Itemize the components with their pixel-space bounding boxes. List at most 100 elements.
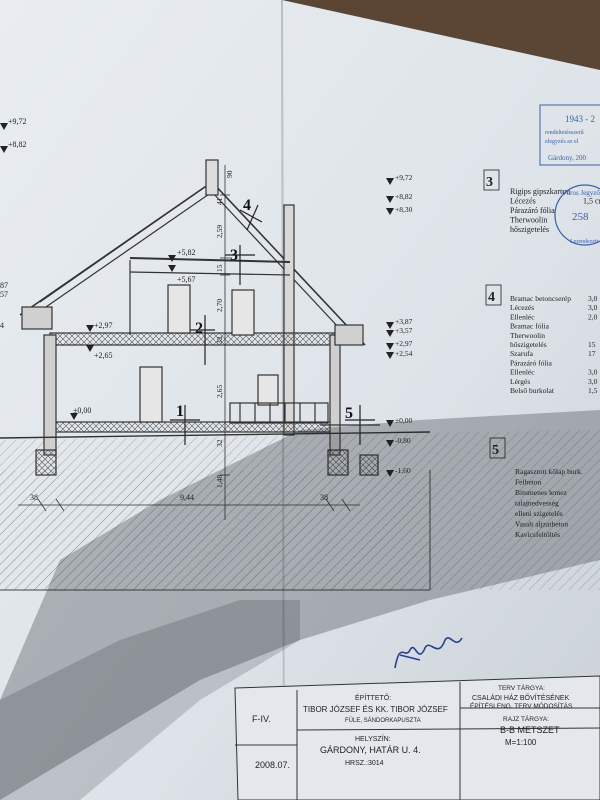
location-name: GÁRDONY, HATÁR U. 4.	[320, 745, 421, 755]
stamp-text: 258	[572, 211, 589, 223]
layer-item: Bitumenes lemez	[515, 488, 568, 497]
stamp-text: 1943 - 2	[565, 114, 595, 124]
layer-item: Vasalt aljzatbeton	[515, 520, 568, 529]
drawing-label: RAJZ TÁRGYA:	[503, 714, 549, 723]
level-text: +9,72	[8, 117, 27, 126]
builder-name: TIBOR JÓZSEF ÉS KK. TIBOR JÓZSEF	[303, 705, 448, 714]
dim-text: 41	[215, 197, 224, 205]
layer-number: 3	[486, 175, 493, 190]
terrain-section	[0, 470, 430, 590]
level-text: +5,82	[177, 248, 196, 257]
photo-shadow-lower	[0, 600, 300, 800]
photo-shadow	[0, 410, 600, 800]
signature	[394, 637, 463, 669]
layer-value: 3,0	[588, 294, 598, 303]
layer-value: 17	[588, 349, 596, 358]
horizontal-dimension-line	[18, 498, 360, 512]
subject-line1: CSALÁDI HÁZ BŐVÍTÉSÉNEK	[472, 693, 570, 702]
layer-value: 3,0	[588, 377, 598, 386]
level-text: +8,82	[8, 140, 27, 149]
layer-item: elleni szigetelés	[515, 509, 563, 518]
stamp-text: elegyzés az el	[545, 139, 579, 145]
zone-number: 1	[176, 403, 184, 420]
layer-item: Bramac fólia	[510, 322, 550, 331]
level-text: +2,65	[94, 351, 113, 360]
layer-item: Párazáró fólia	[510, 358, 553, 367]
layer-item: Lérgés	[510, 377, 530, 386]
scale-text: M=1:100	[505, 738, 537, 747]
layer-value: 2,0	[588, 312, 598, 321]
zone-number: 3	[230, 247, 238, 264]
zone-number: 2	[195, 320, 203, 337]
layer-item: Ragasztott kőlap burk.	[515, 467, 583, 476]
drawing-name: B-B METSZET	[500, 725, 560, 735]
layer-item: talajnedvesség	[515, 499, 559, 508]
stamp-text: Város Jegyzője	[562, 189, 600, 197]
level-text: +2,97	[94, 321, 113, 330]
layer-list-5: Ragasztott kőlap burk. FelbetonBitumenes …	[515, 467, 583, 539]
layer-item: Ellenléc	[510, 368, 535, 377]
level-text: +2,97	[395, 339, 413, 348]
dim-text: 2,59	[215, 225, 224, 238]
zone-number: 5	[345, 405, 353, 422]
layer-value: 15	[588, 340, 596, 349]
layer-item: Ellenléc	[510, 312, 535, 321]
sheet-id: F-IV.	[252, 714, 271, 724]
layer-item: Rigips gipszkarton	[510, 187, 570, 196]
title-block: F-IV. 2008.07. ÉPÍTTETŐ: TIBOR JÓZSEF ÉS…	[234, 675, 600, 800]
level-text: +8,30	[395, 205, 413, 214]
builder-label: ÉPÍTTETŐ:	[355, 693, 391, 702]
dim-text: 38	[30, 493, 38, 502]
layer-item: Therwoolin	[510, 331, 545, 340]
layer-item: Lécezés	[510, 197, 536, 206]
level-text: +8,82	[395, 192, 413, 201]
stamp-text: Lerendezett	[570, 239, 599, 245]
dim-text: 9,44	[180, 493, 194, 502]
layer-item: Kavicsfeltöltés	[515, 530, 560, 539]
subject-line2: ÉPÍTÉSI ENG. TERV MÓDOSÍTÁS	[470, 701, 573, 710]
dim-text: 90	[225, 170, 234, 178]
level-text: 57	[0, 290, 8, 299]
layer-value: 1,5 cm	[583, 197, 600, 206]
layer-number: 4	[488, 290, 495, 305]
stamp-text: Gárdony, 200	[548, 154, 587, 162]
left-edge-levels: +9,72 +8,82 87 57 4	[0, 117, 27, 330]
vertical-dimension-line	[220, 165, 230, 520]
section-levels: +5,82 +5,67 +2,97 +2,65 ±0,00	[73, 248, 196, 415]
stamp-text: rendeltetésszerű	[545, 130, 584, 136]
fold-line	[281, 0, 285, 800]
layer-item: Felbeton	[515, 478, 541, 487]
dim-text: 2,65	[215, 385, 224, 398]
layer-value: 3,0	[588, 368, 598, 377]
subject-label: TERV TÁRGYA:	[498, 683, 545, 692]
layer-item: hőszigetelés	[510, 225, 549, 234]
level-text: +3,87	[395, 317, 413, 326]
level-text: -0,80	[395, 436, 411, 445]
level-text: -1,60	[395, 466, 411, 475]
level-text: ±0,00	[395, 416, 412, 425]
level-text: +5,67	[177, 275, 196, 284]
layer-item: hőszigetelés	[510, 340, 547, 349]
layer-item: Belső burkolat	[510, 386, 555, 395]
layer-number: 5	[492, 443, 499, 458]
level-text: +2,54	[395, 349, 413, 358]
zone-markers: 1 2 3 4 5	[176, 197, 353, 422]
layer-value: 1,5	[588, 386, 598, 395]
dim-text: 32	[215, 439, 224, 447]
dim-text: 32	[215, 336, 224, 344]
level-text: +9,72	[395, 173, 413, 182]
dim-text: 1,48	[215, 475, 224, 488]
zone-marker-lines	[170, 204, 375, 445]
dim-text: 15	[215, 264, 224, 272]
layer-item: Lécezés	[510, 303, 534, 312]
location-label: HELYSZÍN:	[355, 734, 391, 743]
level-text: 87	[0, 281, 8, 290]
zone-number: 4	[243, 197, 251, 214]
date-text: 2008.07.	[255, 760, 290, 770]
level-text: +3,57	[395, 326, 413, 335]
